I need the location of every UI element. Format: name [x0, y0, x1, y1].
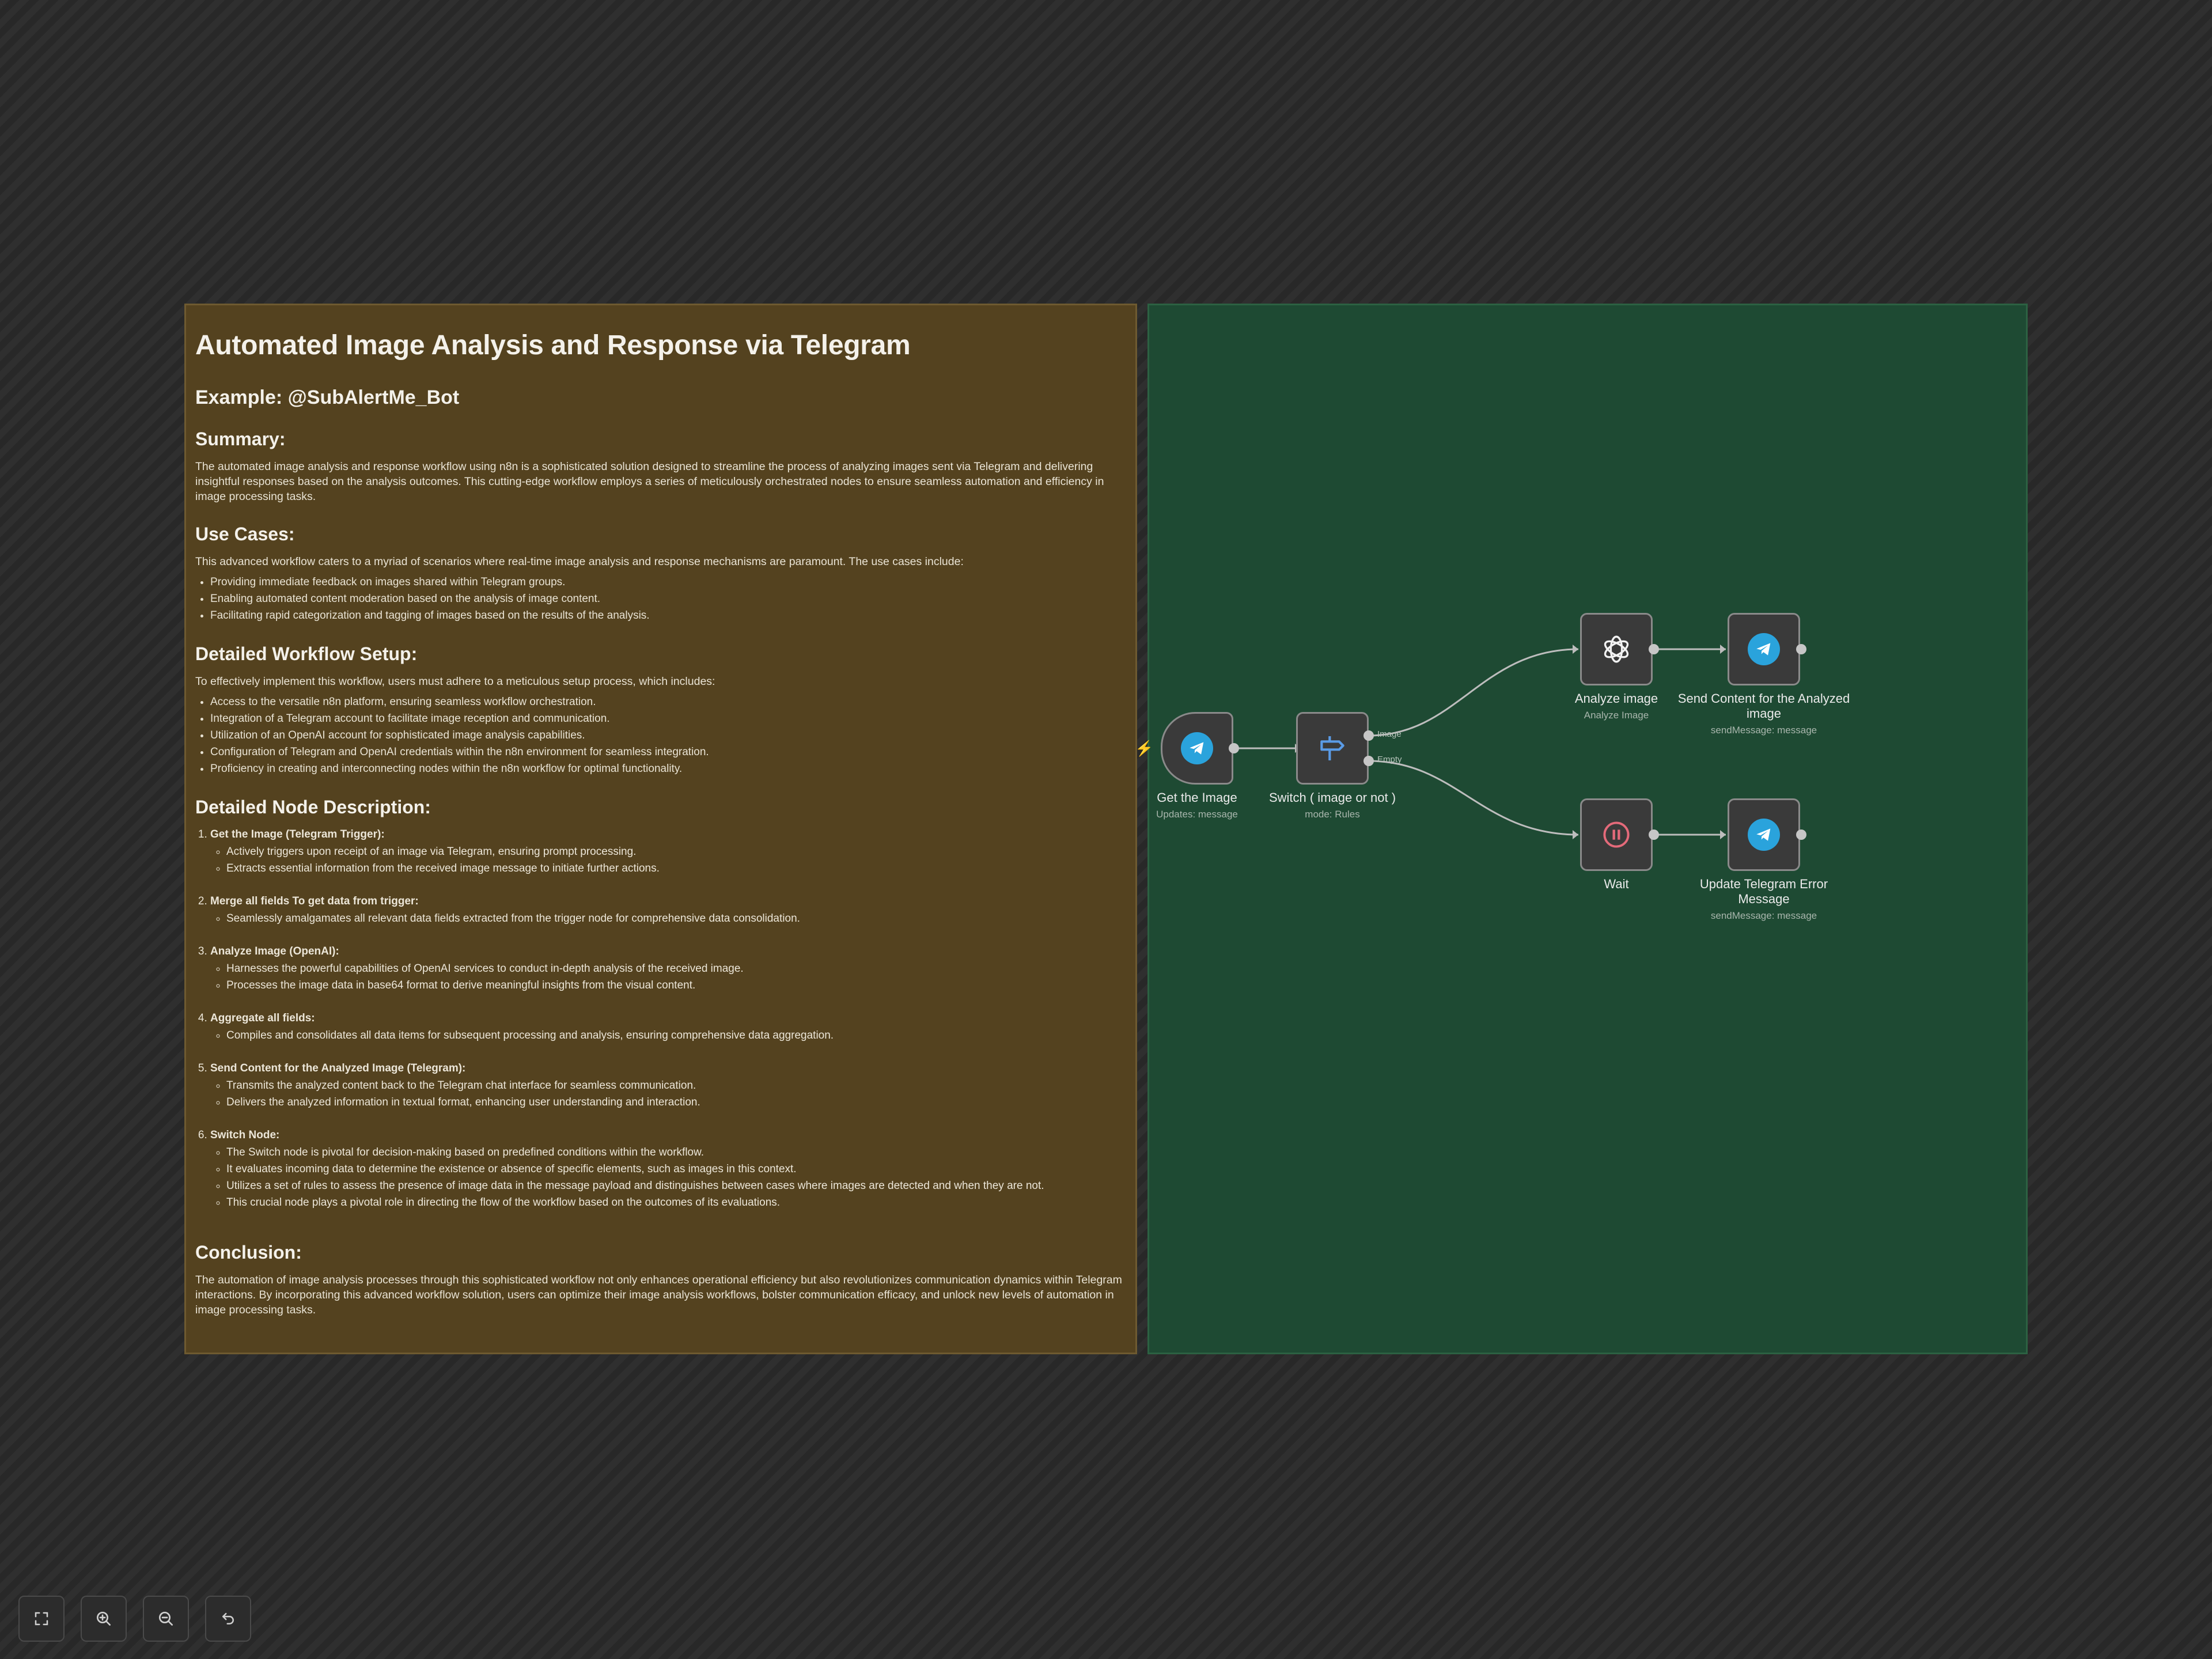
- zoom-out-icon: [159, 1612, 173, 1626]
- node-description-heading: Detailed Node Description:: [195, 797, 431, 817]
- list-item: Transmits the analyzed content back to t…: [226, 1077, 1125, 1094]
- zoom-out-button[interactable]: [143, 1596, 189, 1642]
- note-example: Example: @SubAlertMe_Bot: [195, 387, 460, 408]
- pause-icon: [1603, 821, 1630, 848]
- output-label-image: Image: [1377, 729, 1402, 739]
- node-desc-title: Analyze Image (OpenAI):: [210, 945, 339, 957]
- node-update-error-message[interactable]: [1728, 798, 1800, 871]
- node-subtitle: Updates: message: [1156, 809, 1238, 820]
- list-item: Access to the versatile n8n platform, en…: [210, 694, 1125, 710]
- node-subtitle: sendMessage: message: [1710, 910, 1817, 921]
- list-item: Configuration of Telegram and OpenAI cre…: [210, 744, 1125, 760]
- node-title: Send Content for the Analyzed image: [1677, 691, 1850, 721]
- output-label-empty: Empty: [1377, 755, 1402, 764]
- list-item: It evaluates incoming data to determine …: [226, 1161, 1125, 1177]
- output-port-image[interactable]: [1363, 730, 1374, 741]
- output-port[interactable]: [1649, 644, 1659, 654]
- list-item: Get the Image (Telegram Trigger): Active…: [210, 827, 1125, 877]
- conclusion-heading: Conclusion:: [195, 1242, 302, 1263]
- node-subtitle: sendMessage: message: [1710, 725, 1817, 736]
- trigger-bolt-icon: ⚡: [1135, 740, 1154, 757]
- node-desc-title: Merge all fields To get data from trigge…: [210, 895, 419, 907]
- setup-list: Access to the versatile n8n platform, en…: [195, 694, 1125, 777]
- list-item: Delivers the analyzed information in tex…: [226, 1094, 1125, 1111]
- output-port[interactable]: [1229, 743, 1239, 753]
- node-description-list: Get the Image (Telegram Trigger): Active…: [195, 827, 1125, 1211]
- node-title: Update Telegram Error Message: [1699, 877, 1828, 906]
- node-title: Get the Image: [1157, 790, 1237, 805]
- telegram-icon: [1748, 819, 1780, 851]
- zoom-in-button[interactable]: [81, 1596, 127, 1642]
- list-item: Compiles and consolidates all data items…: [226, 1027, 1125, 1044]
- summary-heading: Summary:: [195, 429, 286, 449]
- node-desc-title: Send Content for the Analyzed Image (Tel…: [210, 1062, 466, 1074]
- output-port[interactable]: [1796, 644, 1806, 654]
- telegram-icon: [1748, 633, 1780, 665]
- node-switch[interactable]: [1296, 712, 1369, 785]
- output-port[interactable]: [1796, 830, 1806, 840]
- telegram-icon: [1181, 732, 1213, 764]
- node-subtitle: mode: Rules: [1305, 809, 1360, 820]
- fit-view-button[interactable]: [18, 1596, 65, 1642]
- node-desc-title: Get the Image (Telegram Trigger):: [210, 828, 385, 840]
- zoom-in-icon: [97, 1612, 111, 1626]
- list-item: Aggregate all fields: Compiles and conso…: [210, 1011, 1125, 1044]
- node-get-the-image[interactable]: [1161, 712, 1233, 785]
- node-desc-title: Switch Node:: [210, 1129, 280, 1141]
- summary-text: The automated image analysis and respons…: [195, 460, 1104, 503]
- node-wait[interactable]: [1580, 798, 1653, 871]
- list-item: Utilization of an OpenAI account for sop…: [210, 727, 1125, 744]
- list-item: Integration of a Telegram account to fac…: [210, 710, 1125, 727]
- list-item: Switch Node: The Switch node is pivotal …: [210, 1128, 1125, 1211]
- list-item: Processes the image data in base64 forma…: [226, 977, 1125, 994]
- node-send-content[interactable]: [1728, 613, 1800, 685]
- list-item: The Switch node is pivotal for decision-…: [226, 1144, 1125, 1161]
- openai-icon: [1604, 635, 1629, 663]
- conclusion-text: The automation of image analysis process…: [195, 1274, 1122, 1316]
- setup-heading: Detailed Workflow Setup:: [195, 643, 418, 664]
- node-title: Wait: [1604, 877, 1629, 891]
- output-port[interactable]: [1649, 830, 1659, 840]
- list-item: Merge all fields To get data from trigge…: [210, 894, 1125, 927]
- setup-intro: To effectively implement this workflow, …: [195, 675, 715, 688]
- reset-zoom-icon: [222, 1613, 234, 1624]
- list-item: Proficiency in creating and interconnect…: [210, 760, 1125, 777]
- node-title: Analyze image: [1574, 691, 1658, 706]
- fit-view-icon: [35, 1612, 48, 1626]
- list-item: Seamlessly amalgamates all relevant data…: [226, 910, 1125, 927]
- note-title: Automated Image Analysis and Response vi…: [195, 330, 911, 361]
- list-item: This crucial node plays a pivotal role i…: [226, 1194, 1125, 1211]
- use-cases-intro: This advanced workflow caters to a myria…: [195, 555, 964, 568]
- list-item: Harnesses the powerful capabilities of O…: [226, 960, 1125, 977]
- list-item: Send Content for the Analyzed Image (Tel…: [210, 1061, 1125, 1111]
- list-item: Enabling automated content moderation ba…: [210, 590, 1125, 607]
- list-item: Facilitating rapid categorization and ta…: [210, 607, 1125, 624]
- output-port-empty[interactable]: [1363, 756, 1374, 766]
- list-item: Analyze Image (OpenAI): Harnesses the po…: [210, 944, 1125, 994]
- sticky-note-description[interactable]: Automated Image Analysis and Response vi…: [184, 304, 1137, 1354]
- reset-zoom-button[interactable]: [205, 1596, 251, 1642]
- signpost-icon: [1320, 736, 1344, 760]
- node-title: Switch ( image or not ): [1268, 790, 1396, 805]
- list-item: Extracts essential information from the …: [226, 860, 1125, 877]
- use-cases-heading: Use Cases:: [195, 524, 295, 544]
- list-item: Providing immediate feedback on images s…: [210, 574, 1125, 590]
- node-desc-title: Aggregate all fields:: [210, 1012, 315, 1024]
- list-item: Utilizes a set of rules to assess the pr…: [226, 1177, 1125, 1194]
- node-subtitle: Analyze Image: [1584, 710, 1649, 721]
- list-item: Actively triggers upon receipt of an ima…: [226, 843, 1125, 860]
- node-analyze-image[interactable]: [1580, 613, 1653, 685]
- use-cases-list: Providing immediate feedback on images s…: [195, 574, 1125, 624]
